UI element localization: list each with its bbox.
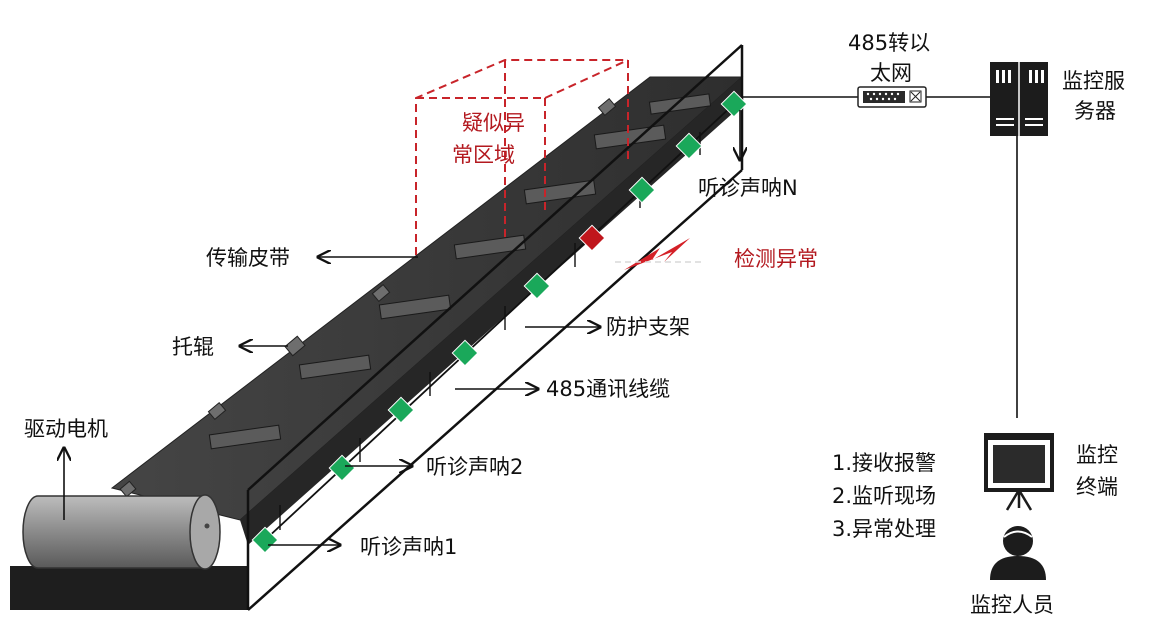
idler [378,294,452,320]
idler-bump [119,480,137,498]
label-server-2: 务器 [1074,99,1116,123]
label-task-3: 3.异常处理 [832,517,936,541]
sensor-7 [675,132,703,160]
network-links [742,96,1018,418]
idler [208,424,282,450]
conveyor-belt-side [240,77,742,545]
idler [523,179,597,205]
label-task-1: 1.接收报警 [832,451,936,475]
sensor-6 [628,176,656,204]
sensor-3 [387,396,415,424]
label-conveyor-belt: 传输皮带 [206,246,290,270]
server-icon [990,62,1048,136]
label-idler: 托辊 [172,335,214,359]
label-drive-motor: 驱动电机 [24,417,108,441]
label-converter-1: 485转以 [848,31,930,55]
label-server-1: 监控服 [1062,69,1125,93]
idler-bump [597,97,617,117]
monitor-terminal-icon [984,433,1054,511]
label-terminal-2: 终端 [1076,475,1118,499]
label-guard-frame: 防护支架 [606,315,690,339]
label-terminal-1: 监控 [1076,443,1118,467]
label-suspect-zone-2: 常区域 [452,143,515,167]
idler-side-bumps [119,97,617,498]
label-sensor-2: 听诊声呐2 [426,455,523,479]
idler-rows [208,93,712,450]
label-task-2: 2.监听现场 [832,484,936,508]
label-sensor-1: 听诊声呐1 [360,535,457,559]
idler [298,354,372,380]
label-sensor-n: 听诊声呐N [698,176,798,200]
network-converter-icon [857,86,927,108]
lightning-icon [624,238,690,270]
idler-bump [284,335,306,357]
pointer-arrows [64,110,740,545]
label-anomaly: 检测异常 [734,247,818,271]
sensor-1 [251,526,279,554]
idler-bump [371,283,391,303]
ground-base [10,566,248,610]
label-operator: 监控人员 [970,593,1054,617]
label-converter-2: 太网 [870,61,912,85]
label-cable: 485通讯线缆 [546,377,670,401]
operator-person-icon [990,526,1046,580]
idler [648,93,712,115]
suspect-zone-box [415,59,629,255]
sensor-2 [328,454,356,482]
label-suspect-zone-1: 疑似异 [462,111,525,135]
drive-motor [22,494,221,570]
idler-bump [207,401,227,421]
sensor-alert [578,224,606,252]
sensor-4 [451,339,479,367]
sensor-5 [523,272,551,300]
